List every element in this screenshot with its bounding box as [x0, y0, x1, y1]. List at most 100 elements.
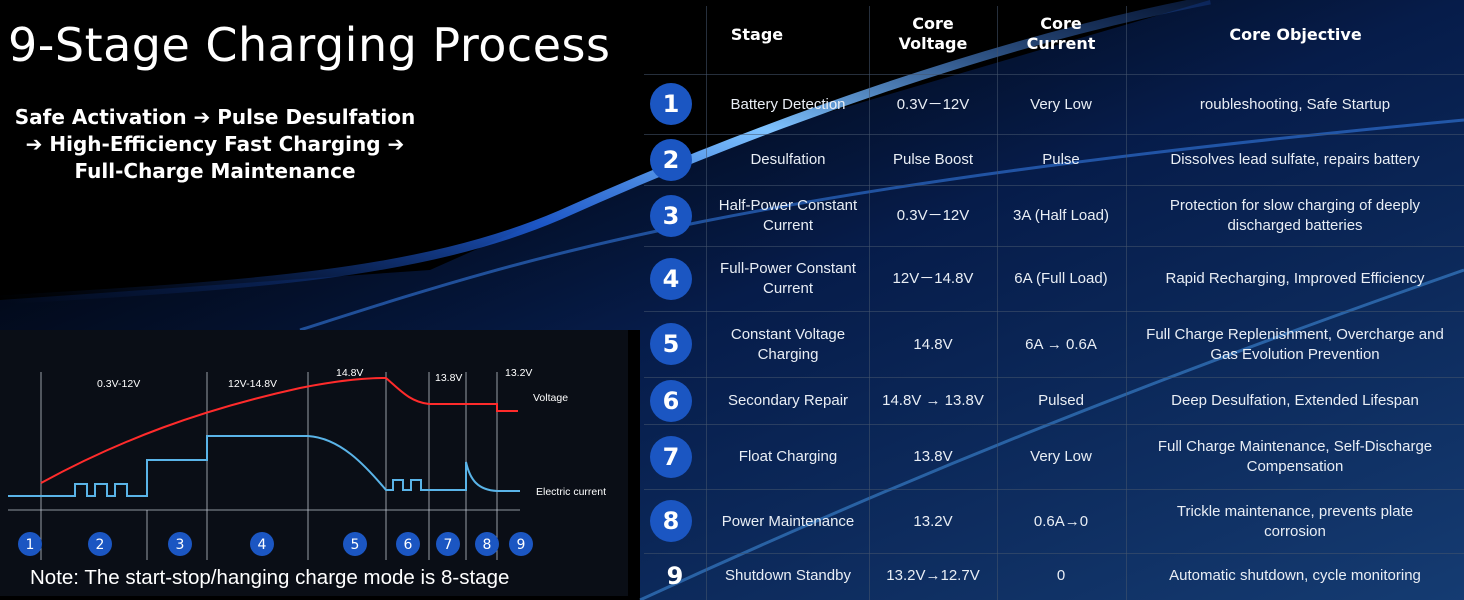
stage-number-badge: 4: [650, 258, 692, 300]
svg-text:9: 9: [517, 537, 526, 553]
stage-number-badge: 5: [650, 323, 692, 365]
stage-number-badge: 7: [436, 532, 460, 556]
voltage-label: Voltage: [533, 392, 568, 404]
objective-cell: roubleshooting, Safe Startup: [1199, 96, 1391, 113]
table-row: 5 Constant Voltage Charging 14.8V 6A → 0…: [644, 312, 1464, 377]
current-curve: [8, 435, 520, 497]
current-cell: Pulse: [1042, 151, 1080, 168]
grid-row-line: [644, 311, 1464, 312]
charging-curve-svg: 0.3V-12V 12V-14.8V 14.8V 13.8V 13.2V Vol…: [8, 367, 606, 560]
svg-text:1: 1: [26, 537, 35, 553]
objective-cell: Full Charge Maintenance, Self-Discharge …: [1157, 438, 1433, 475]
stage-cell: Full-Power Constant Current: [720, 260, 856, 297]
voltage-cell: 12V－14.8V: [892, 270, 974, 287]
objective-cell: Trickle maintenance, prevents plate corr…: [1176, 502, 1414, 540]
stage-number-badge: 1: [650, 83, 692, 125]
stage-cell: Float Charging: [738, 448, 838, 465]
objective-cell: Protection for slow charging of deeply d…: [1169, 197, 1421, 234]
subtitle-line: ➔ High-Efficiency Fast Charging ➔: [25, 132, 405, 156]
stage-cell: Secondary Repair: [727, 392, 849, 409]
grid-col-line: [869, 6, 870, 600]
stage-cell: Shutdown Standby: [725, 567, 851, 584]
range-label: 13.8V: [435, 372, 462, 384]
header-voltage-line: Voltage: [898, 34, 968, 53]
stage-number-badge: 5: [343, 532, 367, 556]
grid-row-line: [644, 246, 1464, 247]
stage-number-badge: 8: [475, 532, 499, 556]
objective-cell: Automatic shutdown, cycle monitoring: [1169, 567, 1421, 584]
current-label: Electric current: [536, 486, 606, 498]
subtitle-line: Full-Charge Maintenance: [74, 159, 356, 183]
current-cell: Very Low: [1030, 96, 1092, 113]
voltage-cell: Pulse Boost: [892, 151, 974, 168]
grid-col-line: [997, 6, 998, 600]
header-voltage: Core Voltage: [869, 14, 997, 54]
voltage-cell: 14.8V → 13.8V: [882, 392, 984, 409]
stage-number-badge: 9: [666, 562, 684, 590]
objective-cell: Rapid Recharging, Improved Efficiency: [1165, 270, 1425, 287]
current-cell: 3A (Half Load): [1013, 207, 1109, 224]
grid-row-line: [644, 377, 1464, 378]
table-row: 7 Float Charging 13.8V Very Low Full Cha…: [644, 425, 1464, 489]
header-current-line: Core: [1040, 14, 1082, 33]
svg-text:6: 6: [404, 537, 413, 553]
grid-row-line: [644, 185, 1464, 186]
svg-text:5: 5: [351, 537, 360, 553]
range-label: 13.2V: [505, 367, 532, 379]
grid-row-line: [644, 553, 1464, 554]
header-objective: Core Objective: [1229, 25, 1362, 44]
range-label: 12V-14.8V: [228, 378, 277, 390]
objective-cell: Dissolves lead sulfate, repairs battery: [1170, 151, 1420, 168]
stage-cell: Constant Voltage Charging: [730, 325, 846, 363]
current-cell: 6A (Full Load): [1014, 270, 1108, 287]
stage-cell: Battery Detection: [730, 96, 846, 113]
grid-col-line: [706, 6, 707, 600]
svg-text:2: 2: [96, 537, 105, 553]
voltage-cell: 13.2V: [913, 512, 953, 530]
stage-number-badge: 3: [650, 195, 692, 237]
table-row: 3 Half-Power Constant Current 0.3V－12V 3…: [644, 186, 1464, 246]
range-label: 0.3V-12V: [97, 378, 140, 390]
header-current-line: Current: [1026, 34, 1096, 53]
objective-cell: Deep Desulfation, Extended Lifespan: [1171, 392, 1419, 409]
stage-cell: Half-Power Constant Current: [718, 197, 858, 234]
page-title: 9-Stage Charging Process: [8, 18, 611, 72]
stage-number-badge: 7: [650, 436, 692, 478]
svg-text:3: 3: [176, 537, 185, 553]
subtitle-line: Safe Activation ➔ Pulse Desulfation: [14, 105, 416, 129]
voltage-cell: 13.2V→12.7V: [886, 567, 980, 584]
stage-number-badge: 6: [396, 532, 420, 556]
table-row: 8 Power Maintenance 13.2V 0.6A→0 Trickle…: [644, 490, 1464, 553]
header-voltage-line: Core: [912, 14, 954, 33]
header-stage: Stage: [730, 25, 784, 44]
table-row: 4 Full-Power Constant Current 12V－14.8V …: [644, 247, 1464, 311]
table-row: 9 Shutdown Standby 13.2V→12.7V 0 Automat…: [644, 554, 1464, 598]
stage-number-badge: 2: [650, 139, 692, 181]
voltage-cell: 14.8V: [913, 335, 953, 353]
stage-number-badge: 2: [88, 532, 112, 556]
svg-text:4: 4: [258, 537, 267, 553]
stage-number-badge: 3: [168, 532, 192, 556]
grid-row-line: [644, 489, 1464, 490]
charging-curve-diagram: 0.3V-12V 12V-14.8V 14.8V 13.8V 13.2V Vol…: [0, 330, 628, 596]
table-row: 1 Battery Detection 0.3V－12V Very Low ro…: [644, 76, 1464, 134]
stage-number-badge: 9: [509, 532, 533, 556]
stage-number-badge: 1: [18, 532, 42, 556]
voltage-cell: 0.3V－12V: [896, 207, 970, 224]
current-cell: 0: [1056, 567, 1066, 584]
objective-cell: Full Charge Replenishment, Overcharge an…: [1146, 325, 1444, 363]
current-cell: 0.6A→0: [1033, 512, 1089, 530]
voltage-cell: 0.3V－12V: [896, 96, 970, 113]
table-row: 6 Secondary Repair 14.8V → 13.8V Pulsed …: [644, 378, 1464, 424]
note-text: Note: The start-stop/hanging charge mode…: [30, 566, 510, 589]
voltage-cell: 13.8V: [913, 448, 953, 465]
header-current: Core Current: [997, 14, 1125, 54]
current-cell: Pulsed: [1038, 392, 1084, 409]
grid-row-line: [644, 74, 1464, 75]
stage-number-badge: 8: [650, 500, 692, 542]
grid-row-line: [644, 134, 1464, 135]
stage-cell: Desulfation: [750, 151, 826, 168]
range-label: 14.8V: [336, 367, 363, 379]
subtitle: Safe Activation ➔ Pulse Desulfation ➔ Hi…: [0, 104, 430, 185]
table-row: 2 Desulfation Pulse Boost Pulse Dissolve…: [644, 135, 1464, 185]
